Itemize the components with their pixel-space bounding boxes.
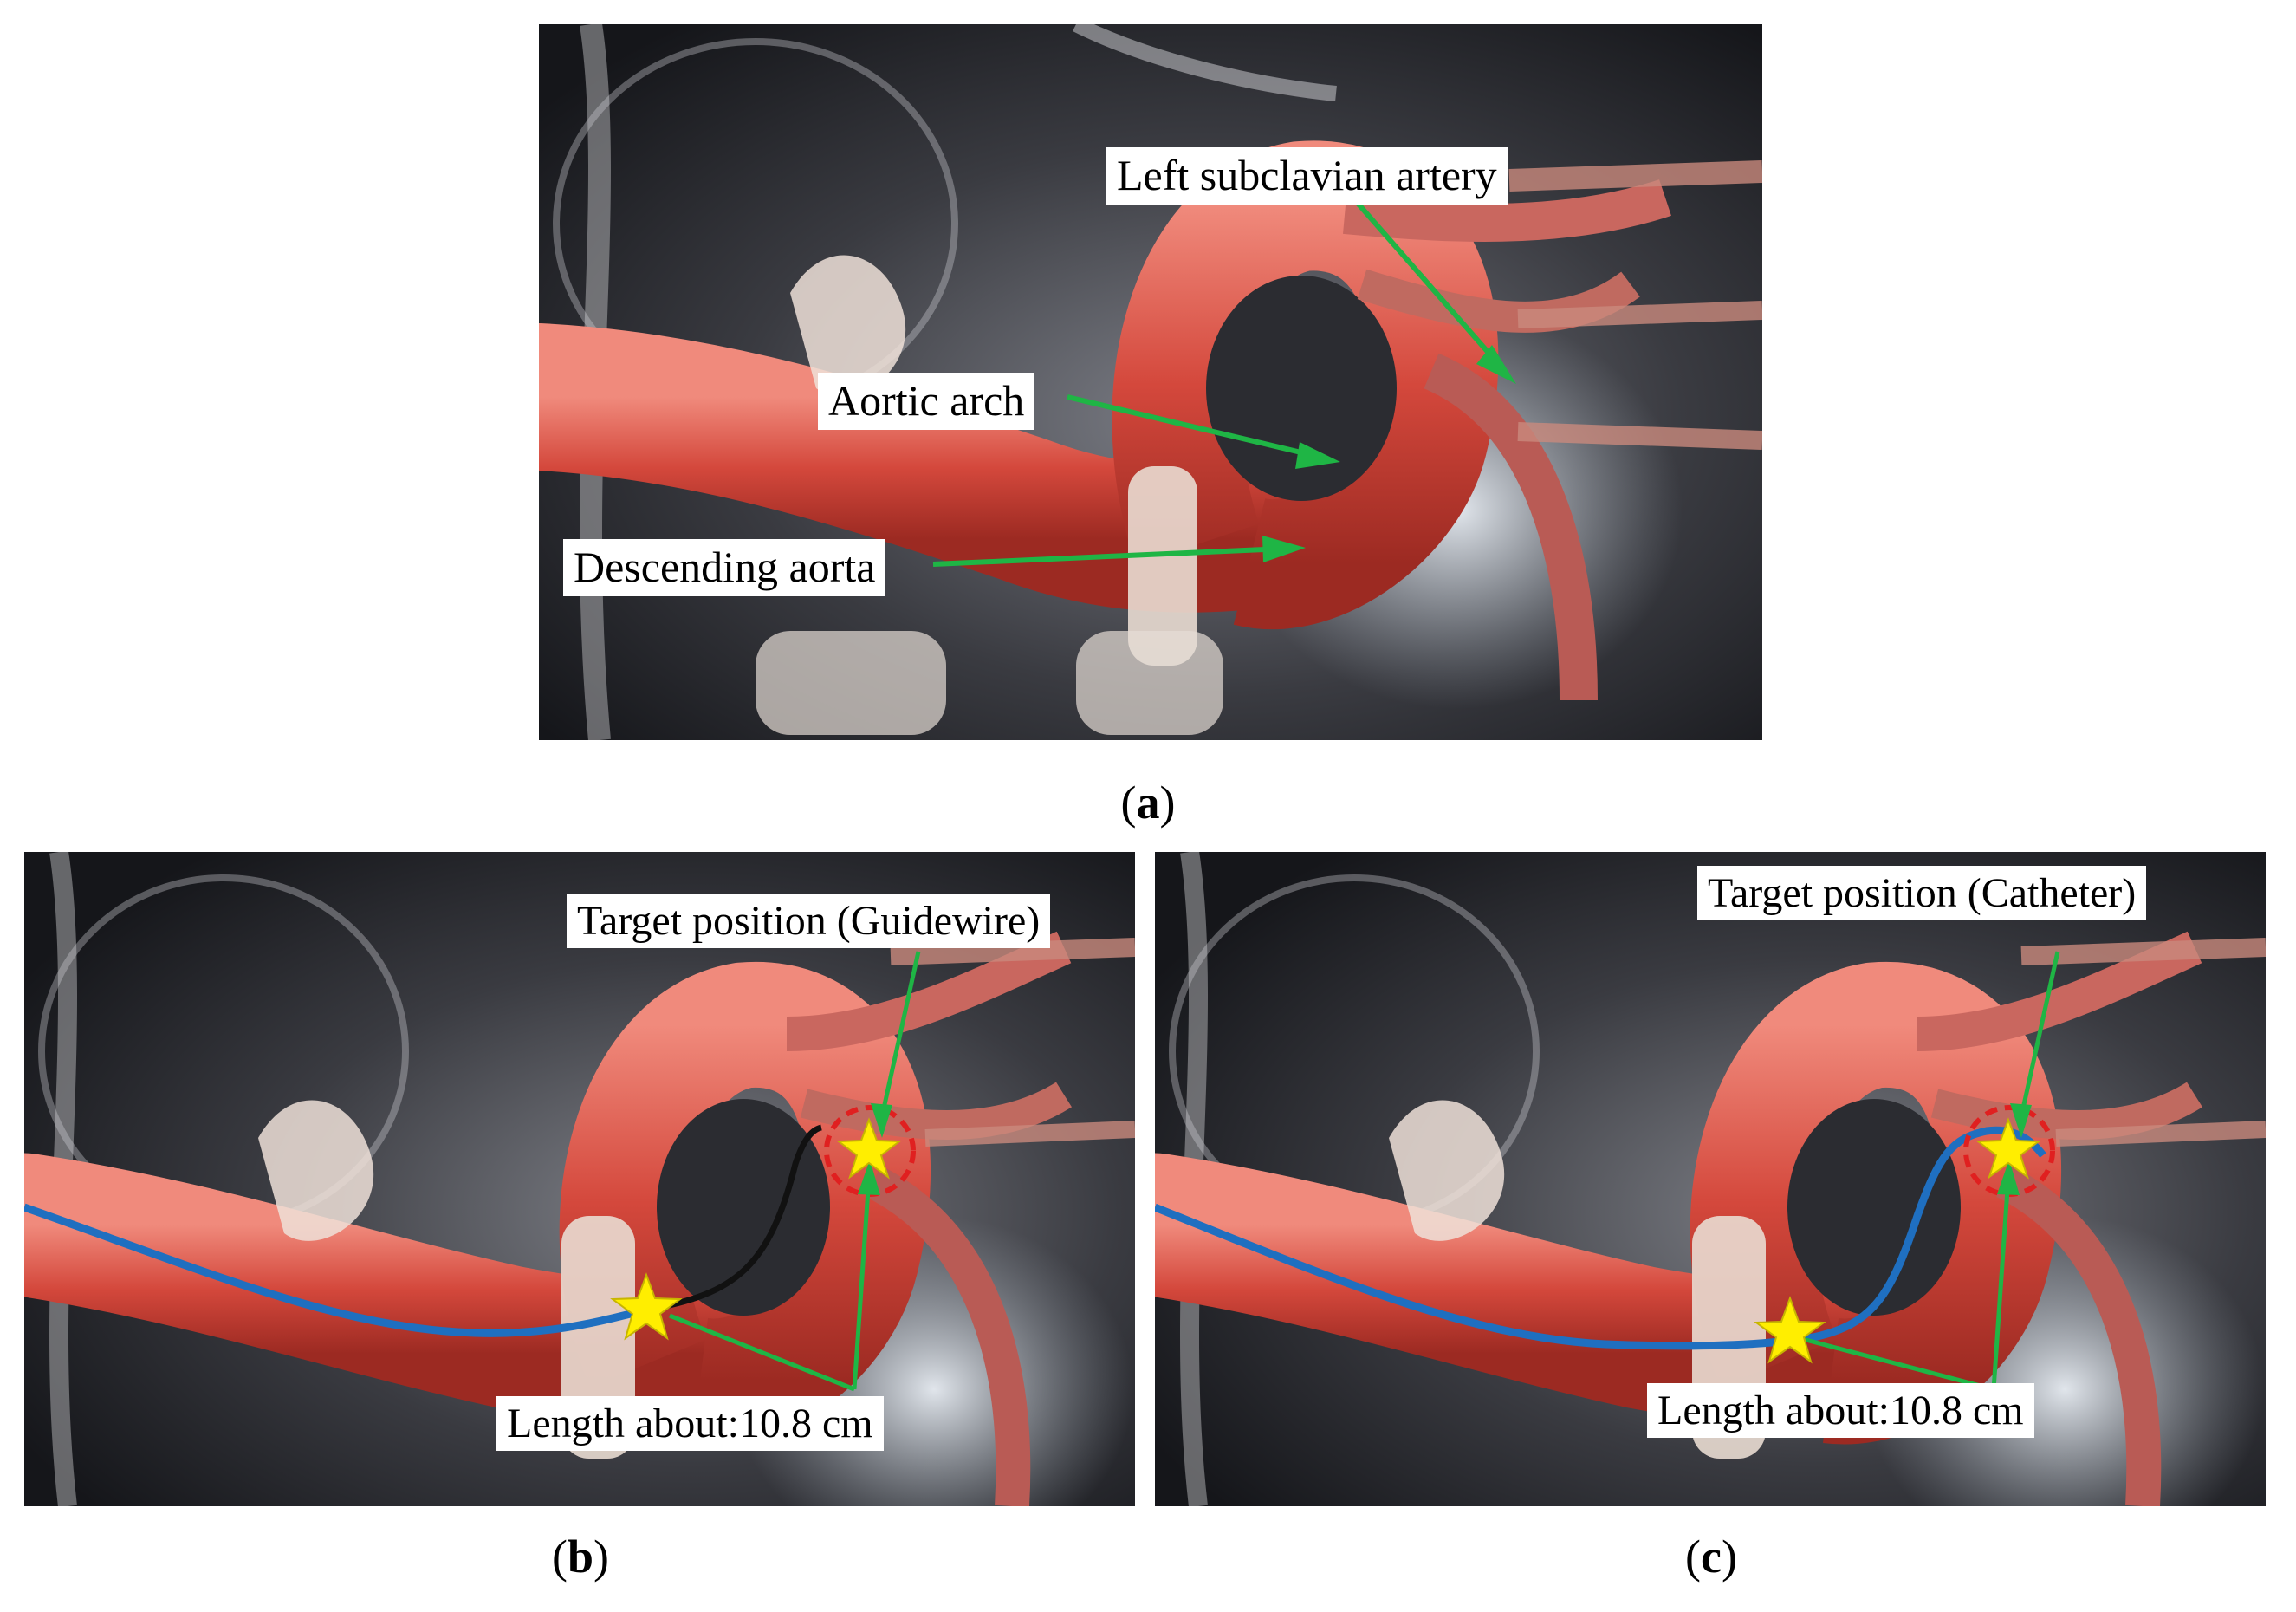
- guidewire-path: [24, 1203, 650, 1337]
- arrow-descending-aorta: [1262, 536, 1306, 562]
- arrow-target-position: [871, 1103, 892, 1138]
- arrow-aortic-arch: [1295, 442, 1340, 469]
- label-target-position: Target position (Guidewire): [567, 894, 1051, 949]
- caption-panel-b: (b): [551, 1531, 610, 1583]
- photo-panel-a: Left subclavian artery Aortic arch Desce…: [539, 24, 1762, 740]
- target-star-icon: [836, 1117, 902, 1180]
- arrow-target-position: [2010, 1103, 2032, 1138]
- label-length: Length about:10.8 cm: [496, 1396, 884, 1452]
- arrow-left-subclavian: [1476, 345, 1516, 384]
- caption-panel-a: (a): [1120, 777, 1176, 829]
- start-star-icon: [1754, 1296, 1826, 1364]
- arrow-length-target: [858, 1160, 880, 1195]
- label-left-subclavian-artery: Left subclavian artery: [1106, 147, 1508, 205]
- label-length: Length about:10.8 cm: [1647, 1383, 2034, 1439]
- label-aortic-arch: Aortic arch: [818, 373, 1035, 430]
- aorta-model-photo-a: [539, 24, 1762, 740]
- arrow-length-target: [1997, 1160, 2020, 1195]
- photo-panel-b: Target position (Guidewire) Length about…: [24, 852, 1135, 1506]
- guidewire-tip: [647, 1124, 822, 1313]
- target-star-icon: [1975, 1117, 2041, 1180]
- caption-panel-c: (c): [1685, 1531, 1737, 1583]
- photo-panel-c: Target position (Catheter) Length about:…: [1155, 852, 2266, 1506]
- start-star-icon: [610, 1272, 683, 1341]
- label-descending-aorta: Descending aorta: [563, 539, 886, 596]
- label-target-position: Target position (Catheter): [1697, 866, 2147, 921]
